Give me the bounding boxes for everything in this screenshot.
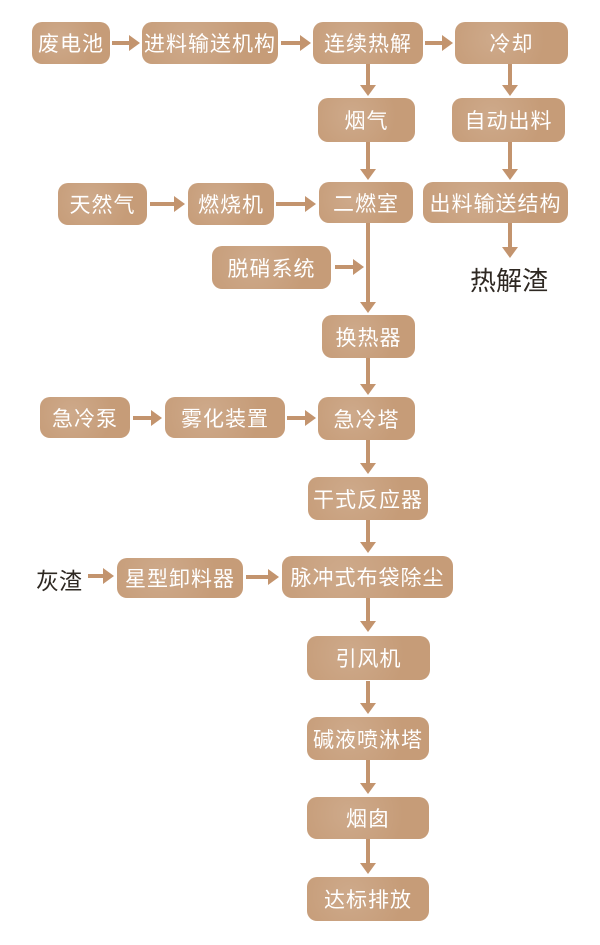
- node-natural-gas: 天然气: [58, 183, 147, 225]
- node-discharge-conveyor: 出料输送结构: [423, 182, 568, 223]
- arrow-quench-pump-to-atomizer: [133, 410, 162, 426]
- arrow-continuous-pyrolysis-to-flue-gas: [360, 64, 376, 96]
- node-discharge-conveyor-label: 出料输送结构: [429, 191, 562, 216]
- node-atomizer: 雾化装置: [165, 397, 285, 438]
- node-heat-exchanger: 换热器: [322, 315, 415, 358]
- node-auto-discharge: 自动出料: [452, 98, 565, 142]
- arrow-chimney-to-compliant-emission: [360, 839, 376, 874]
- node-chimney: 烟囱: [307, 797, 429, 839]
- arrow-ash-to-star-discharger: [88, 568, 114, 584]
- node-feed-conveyor: 进料输送机构: [142, 22, 278, 64]
- node-induced-draft-fan: 引风机: [307, 636, 430, 680]
- arrow-feed-conveyor-to-continuous-pyrolysis: [281, 35, 311, 51]
- node-compliant-emission: 达标排放: [307, 877, 429, 921]
- node-natural-gas-label: 天然气: [69, 193, 136, 217]
- arrow-heat-exchanger-to-quench-tower: [360, 358, 376, 395]
- node-auto-discharge-label: 自动出料: [464, 109, 553, 133]
- arrow-induced-draft-fan-to-alkali-spray-tower: [360, 681, 376, 714]
- arrow-continuous-pyrolysis-to-cooling: [425, 35, 453, 51]
- node-quench-tower: 急冷塔: [318, 397, 415, 440]
- arrow-natural-gas-to-burner: [150, 196, 185, 212]
- node-burner: 燃烧机: [188, 183, 274, 225]
- node-burner-label: 燃烧机: [198, 193, 264, 217]
- node-atomizer-label: 雾化装置: [181, 406, 269, 431]
- node-secondary-combustion-chamber-label: 二燃室: [333, 191, 399, 216]
- node-cooling: 冷却: [455, 22, 568, 64]
- node-cooling-label: 冷却: [489, 32, 534, 56]
- node-flue-gas: 烟气: [318, 98, 415, 142]
- arrow-dry-reactor-to-pulse-bag-filter: [360, 520, 376, 553]
- node-flue-gas-label: 烟气: [344, 109, 389, 133]
- node-chimney-label: 烟囱: [346, 807, 390, 831]
- arrow-denitration-system-to-trunk: [335, 259, 364, 275]
- node-quench-pump: 急冷泵: [40, 397, 130, 438]
- arrow-pulse-bag-filter-to-induced-draft-fan: [360, 598, 376, 632]
- arrow-alkali-spray-tower-to-chimney: [360, 760, 376, 794]
- arrow-secondary-combustion-chamber-to-heat-exchanger: [360, 223, 376, 313]
- node-alkali-spray-tower-label: 碱液喷淋塔: [313, 727, 423, 752]
- arrow-waste-battery-to-feed-conveyor: [112, 35, 140, 51]
- arrow-atomizer-to-quench-tower: [287, 410, 316, 426]
- node-induced-draft-fan-label: 引风机: [335, 647, 402, 671]
- arrow-burner-to-secondary-combustion-chamber: [276, 196, 316, 212]
- pyrolysis-residue-label: 热解渣: [470, 267, 549, 297]
- arrow-cooling-to-auto-discharge: [502, 64, 518, 96]
- node-continuous-pyrolysis-label: 连续热解: [324, 32, 412, 56]
- ash-label: 灰渣: [36, 569, 82, 595]
- arrow-flue-gas-to-secondary-combustion-chamber: [360, 142, 376, 180]
- arrow-auto-discharge-to-discharge-conveyor: [502, 142, 518, 180]
- node-denitration-system-label: 脱硝系统: [227, 256, 316, 281]
- node-alkali-spray-tower: 碱液喷淋塔: [307, 717, 429, 760]
- node-secondary-combustion-chamber: 二燃室: [319, 182, 413, 223]
- node-dry-reactor-label: 干式反应器: [313, 487, 423, 512]
- node-waste-battery-label: 废电池: [38, 32, 104, 56]
- arrow-star-discharger-to-pulse-bag-filter: [246, 569, 279, 585]
- node-compliant-emission-label: 达标排放: [324, 888, 412, 912]
- node-pulse-bag-filter-label: 脉冲式布袋除尘: [290, 566, 445, 590]
- node-heat-exchanger-label: 换热器: [335, 325, 402, 350]
- node-quench-pump-label: 急冷泵: [52, 406, 118, 431]
- node-quench-tower-label: 急冷塔: [333, 407, 400, 432]
- node-star-discharger-label: 星型卸料器: [125, 567, 235, 591]
- node-pulse-bag-filter: 脉冲式布袋除尘: [282, 556, 453, 598]
- node-dry-reactor: 干式反应器: [308, 477, 428, 520]
- node-waste-battery: 废电池: [32, 22, 110, 64]
- arrow-discharge-conveyor-to-pyrolysis-residue: [502, 223, 518, 258]
- node-continuous-pyrolysis: 连续热解: [313, 22, 423, 64]
- arrow-quench-tower-to-dry-reactor: [360, 440, 376, 474]
- node-star-discharger: 星型卸料器: [117, 558, 243, 598]
- node-feed-conveyor-label: 进料输送机构: [144, 32, 276, 56]
- node-denitration-system: 脱硝系统: [212, 246, 331, 289]
